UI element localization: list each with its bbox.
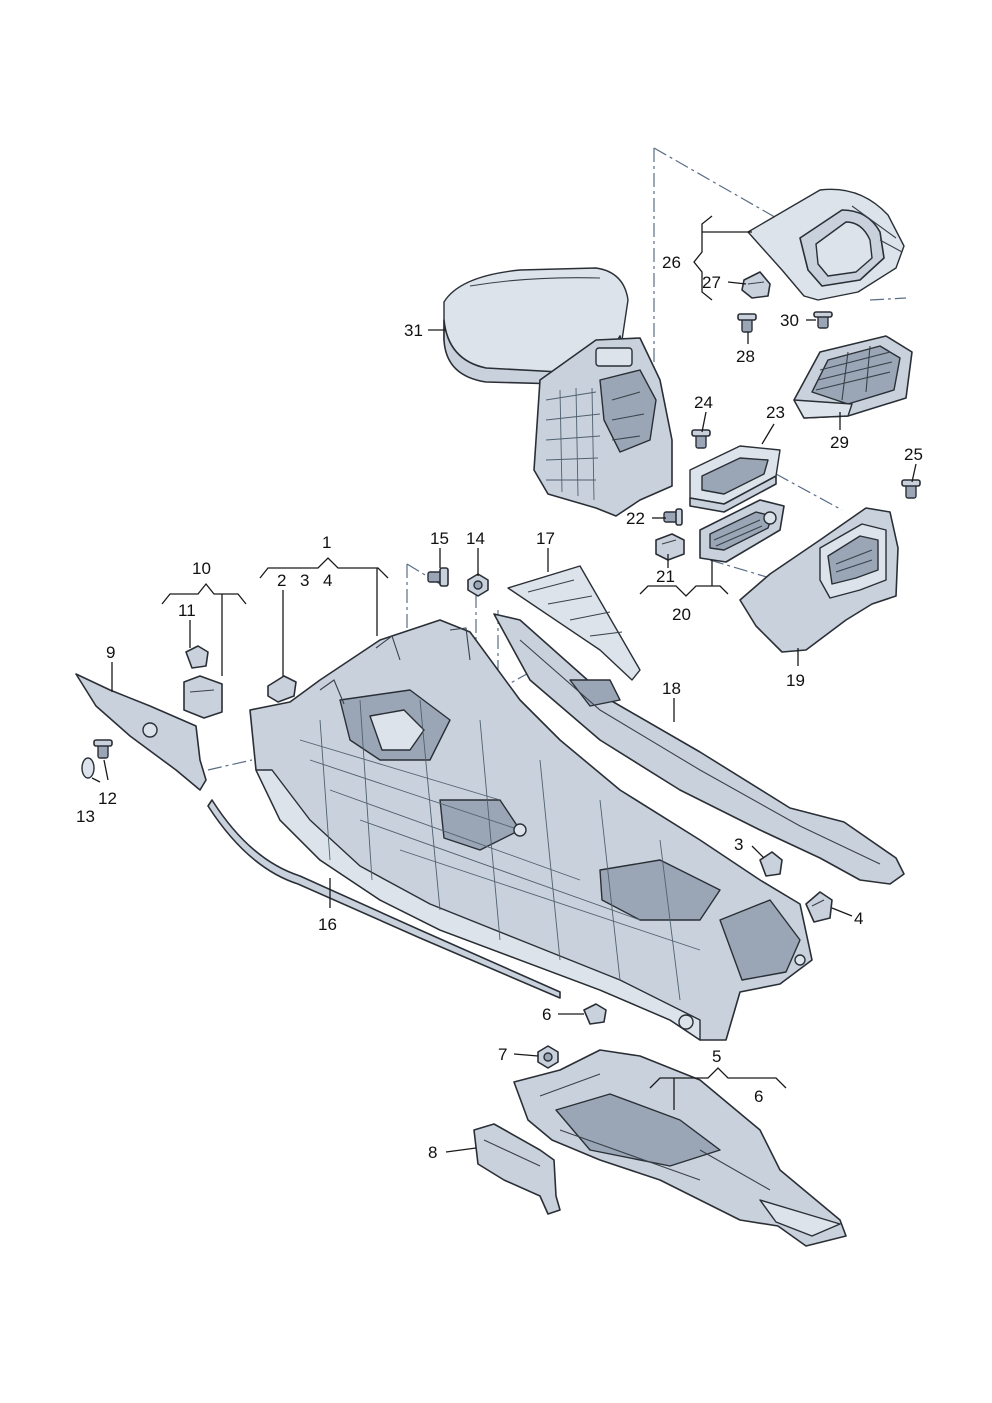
callout-30: 30 [780,311,799,330]
part-24-screw [691,429,711,449]
callout-23: 23 [766,403,785,422]
part-19-rear-panel-cover [739,507,899,653]
part-10-trim-bracket [183,675,223,719]
part-1-console-body [249,619,813,1041]
part-7-nut [537,1045,559,1069]
callout-5: 5 [712,1047,721,1066]
callout-31: 31 [404,321,423,340]
part-23-storage-tray [689,445,781,513]
part-12-screw [93,739,113,759]
part-6-clip [583,1003,607,1025]
part-18-long-side-trim [493,613,905,885]
callout-13: 13 [76,807,95,826]
callout-12: 12 [98,789,117,808]
armrest-support-bracket [533,337,673,517]
part-21-switch [655,533,685,561]
callout-17: 17 [536,529,555,548]
part-15-screw [427,567,449,587]
callout-3: 3 [734,835,743,854]
part-29-rear-air-vent [793,335,913,419]
part-11-clip [185,645,209,669]
part-4-clip [805,891,833,923]
part-22-screw [663,508,683,526]
callout-9: 9 [106,643,115,662]
callout-14: 14 [466,529,485,548]
part-5-lower-bracket [513,1049,847,1247]
callout-4: 4 [323,571,332,590]
part-20-switch-panel [699,499,785,563]
part-26-rear-trim-frame [747,188,905,301]
callout-3: 3 [300,571,309,590]
part-3-clip [759,851,783,877]
callout-1: 1 [322,533,331,552]
part-14-nut [467,573,489,597]
callout-16: 16 [318,915,337,934]
part-16-seal-strip [207,799,561,999]
callout-2: 2 [277,571,286,590]
callout-labels: 1 2 3 4 3 4 5 6 6 7 8 9 10 11 12 13 14 1… [76,253,923,1162]
callout-10: 10 [192,559,211,578]
part-2-clip [267,675,297,703]
callout-26: 26 [662,253,681,272]
callout-6: 6 [542,1005,551,1024]
part-27-clip [741,271,771,299]
callout-4: 4 [854,909,863,928]
part-30-screw [813,311,833,329]
callout-18: 18 [662,679,681,698]
callout-27: 27 [702,273,721,292]
callout-6: 6 [754,1087,763,1106]
part-13-cap [81,757,95,779]
callout-24: 24 [694,393,713,412]
callout-11: 11 [178,601,196,620]
leader-lines [91,215,917,1153]
callout-7: 7 [498,1045,507,1064]
part-25-screw [901,479,921,499]
part-28-screw [737,313,757,333]
callout-15: 15 [430,529,449,548]
part-8-bracket [473,1123,561,1215]
part-17-upper-trim [507,565,641,681]
callout-8: 8 [428,1143,437,1162]
part-9-side-trim [75,673,207,791]
callout-19: 19 [786,671,805,690]
callout-22: 22 [626,509,645,528]
callout-29: 29 [830,433,849,452]
callout-25: 25 [904,445,923,464]
callout-20: 20 [672,605,691,624]
callout-28: 28 [736,347,755,366]
callout-21: 21 [656,567,675,586]
